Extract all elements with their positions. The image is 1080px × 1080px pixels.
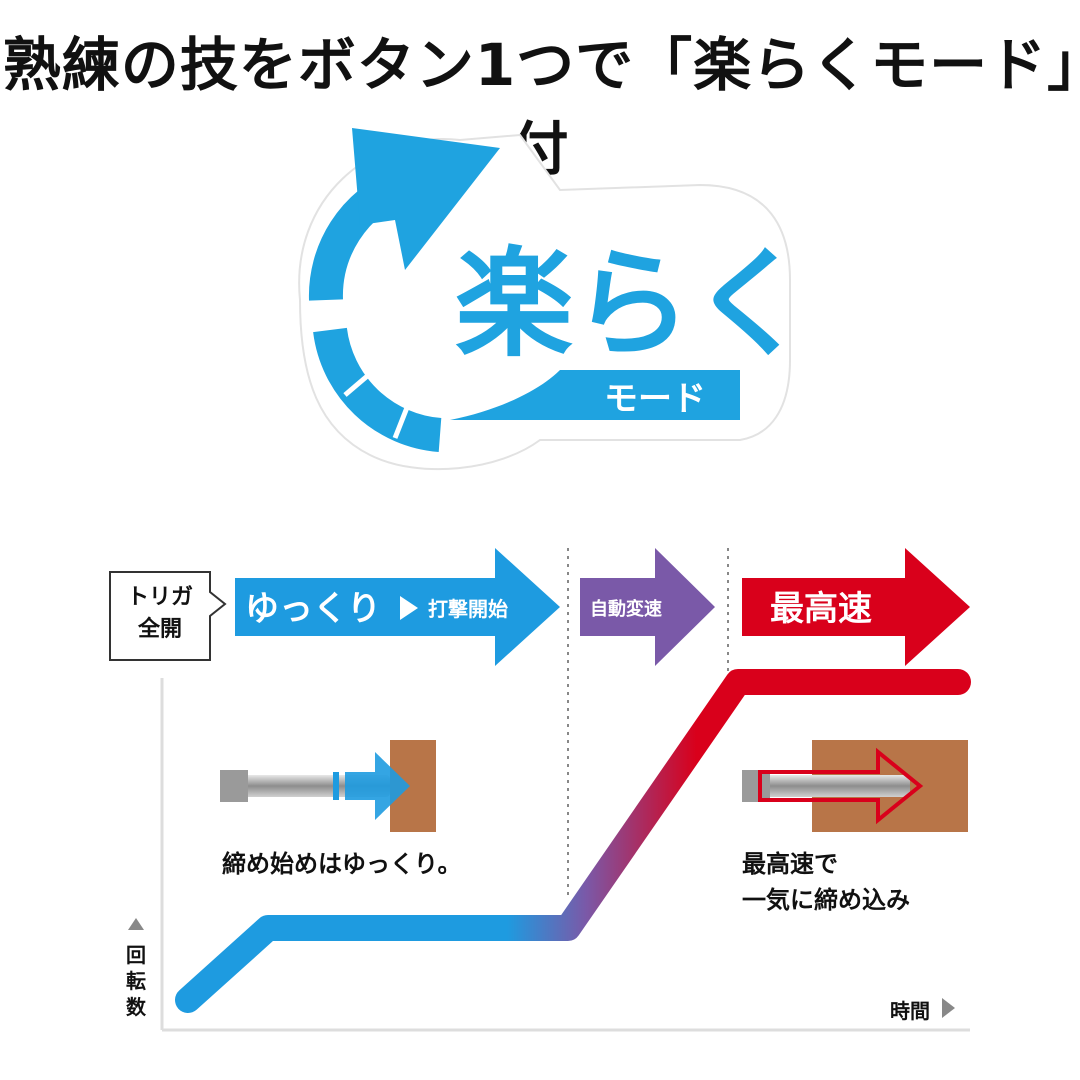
slow-screw-illustration: 締め始めはゆっくり。 [220, 740, 462, 878]
raku-mode-logo: 楽らく モード [298, 128, 809, 471]
phase3-label: 最高速 [770, 589, 872, 629]
fast-screw-illustration: 最高速で 一気に締め込み [742, 740, 968, 914]
push-arrow-icon [345, 752, 410, 820]
phase2-label: 自動変速 [590, 598, 662, 620]
headline: 熟練の技をボタン1つで「楽らくモード」付 [2, 31, 1078, 183]
speed-curve [175, 669, 971, 1013]
phase-slow-arrow: ゆっくり 打撃開始 [235, 548, 560, 666]
trigger-label-line2: 全開 [137, 616, 182, 642]
y-axis-char: 転 [126, 969, 146, 993]
logo-main-text: 楽らく [455, 235, 809, 373]
play-triangle-icon [400, 596, 418, 620]
phase-fast-arrow: 最高速 [742, 548, 970, 666]
rotation-arrowhead-icon [352, 128, 500, 270]
screw-icon [742, 775, 910, 797]
y-axis-arrow-icon [128, 918, 144, 930]
phase-auto-arrow: 自動変速 [580, 548, 715, 666]
caption-right-line2: 一気に締め込み [742, 886, 910, 914]
y-axis-label: 回 転 数 [126, 943, 147, 1019]
trigger-label-line1: トリガ [127, 585, 193, 610]
x-axis-arrow-icon [942, 998, 955, 1018]
logo-sub-text: モード [604, 379, 706, 419]
caption-right-line1: 最高速で [742, 850, 838, 878]
push-arrow-icon [758, 747, 924, 825]
caption-left: 締め始めはゆっくり。 [222, 850, 462, 878]
x-axis-label: 時間 [890, 999, 930, 1023]
phase1-sub: 打撃開始 [428, 597, 508, 621]
phase1-label: ゆっくり [245, 589, 381, 629]
trigger-box: トリガ 全開 [109, 571, 227, 661]
y-axis-char: 回 [126, 943, 146, 967]
y-axis-char: 数 [126, 995, 147, 1019]
